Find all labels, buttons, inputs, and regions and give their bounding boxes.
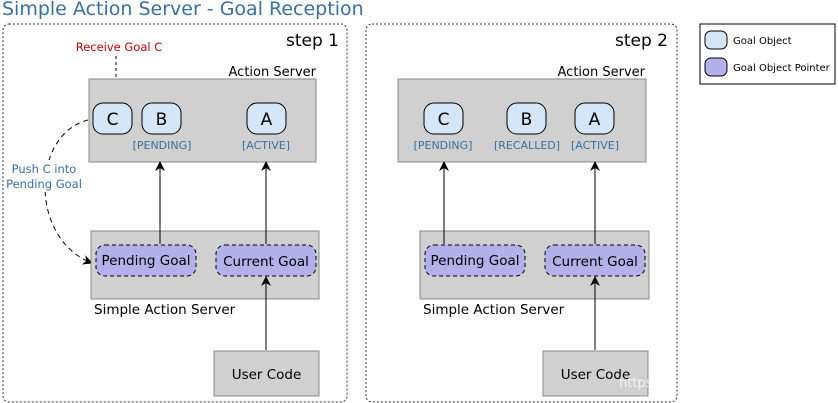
step1-status-b: [PENDING] xyxy=(133,139,192,152)
step1-label: step 1 xyxy=(286,31,339,51)
step1-user-code-text: User Code xyxy=(232,367,302,383)
legend-goal-pointer-swatch xyxy=(704,57,728,77)
legend-goal-object-label: Goal Object xyxy=(733,36,792,47)
step1-goal-a-text: A xyxy=(261,110,273,130)
receive-goal-c-label: Receive Goal C xyxy=(76,40,163,54)
push-label-line1: Push C into xyxy=(12,162,77,176)
step2-goal-c-object xyxy=(423,102,464,135)
step2-panel xyxy=(365,23,678,403)
legend-goal-object-swatch xyxy=(704,30,728,50)
step1-pending-goal-text: Pending Goal xyxy=(101,253,190,269)
step2-status-a: [ACTIVE] xyxy=(571,139,619,152)
push-label-line2: Pending Goal xyxy=(6,177,82,191)
step2-pending-goal-pointer xyxy=(424,244,526,277)
step1-user-code-box xyxy=(213,350,320,397)
step2-goal-a-text: A xyxy=(589,110,601,130)
watermark-text: https xyxy=(619,376,653,391)
push-arrow xyxy=(44,119,93,265)
step2-user-code-text: User Code xyxy=(561,367,631,383)
step1-goal-b-object xyxy=(141,102,182,135)
step1-panel xyxy=(2,23,348,403)
step2-current-goal-text: Current Goal xyxy=(552,254,638,270)
step2-goal-b-object xyxy=(506,102,547,135)
step1-goal-a-object xyxy=(246,102,287,135)
step1-goal-b-text: B xyxy=(156,110,168,130)
step1-sas-label: Simple Action Server xyxy=(94,302,236,318)
step2-goal-b-text: B xyxy=(521,110,533,130)
step2-label: step 2 xyxy=(615,31,668,51)
diagram-title: Simple Action Server - Goal Reception xyxy=(2,0,364,20)
legend-goal-pointer-label: Goal Object Pointer xyxy=(733,63,831,74)
step2-pending-goal-text: Pending Goal xyxy=(430,253,519,269)
step2-status-b: [RECALLED] xyxy=(494,139,560,152)
step1-pending-goal-pointer xyxy=(95,244,197,277)
step1-status-a: [ACTIVE] xyxy=(242,139,290,152)
push-label-bg xyxy=(8,160,84,192)
step2-goal-a-object xyxy=(574,102,615,135)
step2-status-c: [PENDING] xyxy=(414,139,473,152)
step1-goal-c-text: C xyxy=(107,110,119,130)
step2-sas-label: Simple Action Server xyxy=(423,302,565,318)
step1-current-goal-text: Current Goal xyxy=(223,254,309,270)
step2-action-server-label: Action Server xyxy=(558,65,646,80)
step1-goal-c-object xyxy=(92,102,133,135)
step2-user-code-box xyxy=(542,350,649,397)
step1-action-server-label: Action Server xyxy=(229,65,317,80)
step2-goal-c-text: C xyxy=(438,110,450,130)
